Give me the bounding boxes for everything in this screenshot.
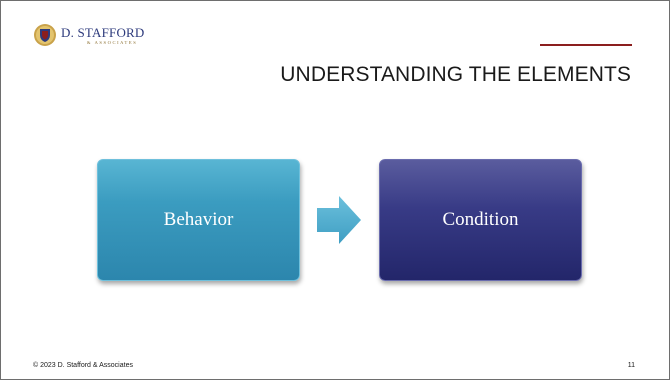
logo-subtitle: & ASSOCIATES [87,40,138,45]
right-arrow-icon [317,196,361,244]
condition-box: Condition [379,159,582,281]
company-logo: D. STAFFORD & ASSOCIATES [33,23,163,51]
slide-title: UNDERSTANDING THE ELEMENTS [280,63,631,86]
logo-name: D. STAFFORD [61,25,145,40]
behavior-label: Behavior [163,209,234,230]
condition-label: Condition [442,209,519,230]
footer-copyright: © 2023 D. Stafford & Associates [33,362,133,369]
behavior-box: Behavior [97,159,300,281]
page-number: 11 [627,362,635,369]
shield-crest-icon [34,24,56,46]
title-accent-line [540,44,632,46]
